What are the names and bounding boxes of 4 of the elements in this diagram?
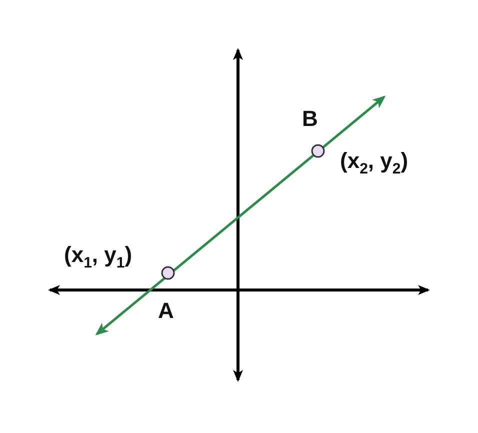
coordinate-label: (x$_{1}$, y$_{1}$) <box>64 244 132 270</box>
point-label: A <box>158 300 174 322</box>
point-label: B <box>302 108 318 130</box>
coordinate-label: (x$_{2}$, y$_{2}$) <box>340 150 408 176</box>
